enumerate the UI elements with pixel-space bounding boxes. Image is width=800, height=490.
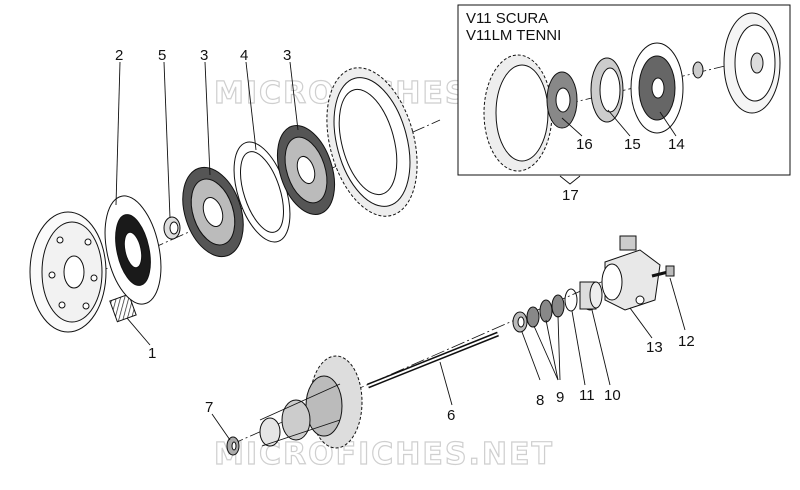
friction-disc-left [182, 166, 244, 258]
callout-13: 13 [646, 339, 663, 356]
callout-17: 17 [562, 187, 579, 204]
callout-9: 9 [556, 389, 564, 406]
callout-4: 4 [240, 47, 248, 64]
inset-hub-disc [546, 71, 578, 129]
inset-title-line1: V11 SCURA [466, 10, 548, 27]
callout-12: 12 [678, 333, 695, 350]
callout-11: 11 [579, 387, 595, 404]
callout-3-left: 3 [200, 47, 208, 64]
washer-8 [512, 311, 528, 333]
inset-small-washer [692, 61, 704, 79]
piston-10 [579, 281, 603, 311]
callout-5: 5 [158, 47, 166, 64]
callout-2: 2 [115, 47, 123, 64]
clutch-shaft-gear [259, 355, 363, 449]
callout-3-right: 3 [283, 47, 291, 64]
callout-14: 14 [668, 136, 685, 153]
callout-10: 10 [604, 387, 621, 404]
intermediate-plate [233, 141, 291, 243]
bleed-screw-12 [651, 265, 675, 278]
starter-ring-gear [326, 67, 418, 217]
push-rod [367, 331, 499, 389]
friction-disc-right [276, 125, 336, 215]
bushing [163, 216, 181, 240]
callout-1: 1 [148, 345, 156, 362]
spring-plate [104, 195, 162, 305]
callout-15: 15 [624, 136, 641, 153]
callout-16: 16 [576, 136, 593, 153]
inset-title-line2: V11LM TENNI [466, 27, 561, 44]
inset-pressure-plate [590, 57, 624, 123]
inset-axis-line [499, 59, 751, 121]
washer-7 [226, 436, 240, 456]
circlip-11 [564, 288, 578, 312]
inset-clutch-disc [630, 42, 684, 134]
callout-6: 6 [447, 407, 455, 424]
inset-flywheel [723, 12, 781, 114]
seal-rings-9 [526, 294, 565, 328]
callout-7: 7 [205, 399, 213, 416]
slave-cylinder-13 [601, 235, 661, 311]
callout-8: 8 [536, 392, 544, 409]
flywheel [29, 211, 107, 333]
inset-ring-gear [483, 54, 553, 172]
